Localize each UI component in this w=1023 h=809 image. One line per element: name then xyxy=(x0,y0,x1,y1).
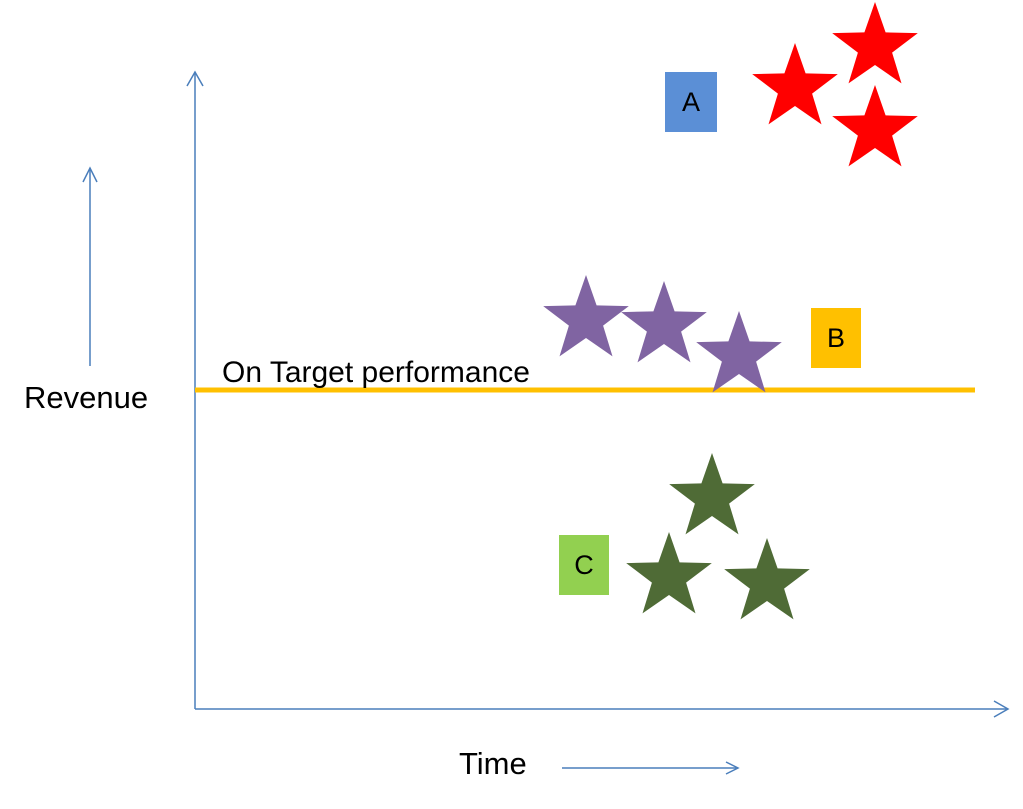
revenue-arrow xyxy=(82,166,98,366)
time-arrow xyxy=(562,761,740,775)
group-b-box: B xyxy=(811,308,861,368)
group-a-box: A xyxy=(665,72,717,132)
stars-layer xyxy=(543,2,918,620)
star-a-3 xyxy=(832,85,918,167)
group-c-box: C xyxy=(559,535,609,595)
star-a-1 xyxy=(752,43,838,125)
star-a-2 xyxy=(832,2,918,84)
revenue-label: Revenue xyxy=(24,380,149,415)
star-c-3 xyxy=(724,538,810,620)
x-axis xyxy=(195,700,1010,718)
target-performance-label: On Target performance xyxy=(222,356,530,389)
time-label: Time xyxy=(459,746,527,781)
star-b-2 xyxy=(621,281,707,363)
star-c-2 xyxy=(626,532,712,614)
star-b-3 xyxy=(696,311,782,393)
star-b-1 xyxy=(543,275,629,357)
star-c-1 xyxy=(669,453,755,535)
